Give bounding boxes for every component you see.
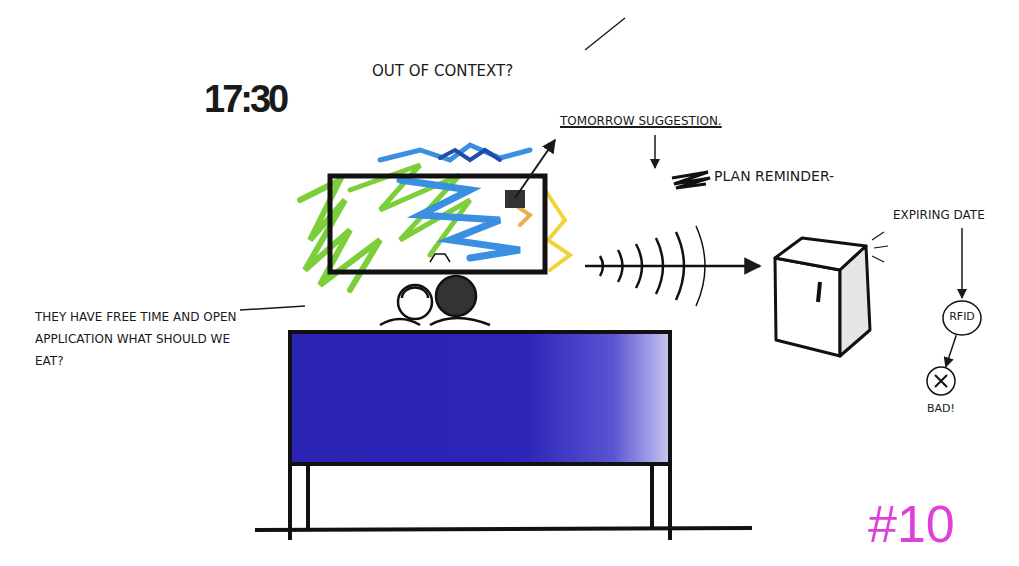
screen-scribbles [300,145,570,290]
scribble-out [672,172,710,188]
tv-screen [330,176,545,272]
leader-line [654,135,656,168]
note-text: EXPIRING DATE [893,208,1018,222]
sketch-number: #10 [868,494,1008,554]
leader-line [961,228,963,298]
signal-waves [585,226,760,306]
time-stamp: 17:30 [204,78,324,121]
screen-icon [505,190,525,208]
node-text: RFID [942,310,982,323]
bad-circle: BAD! [926,366,956,396]
connector-arrow [946,335,957,367]
note-text: TOMORROW SUGGESTION. [560,114,760,128]
rfid-circle: RFID [942,300,982,336]
scene-description: THEY HAVE FREE TIME AND OPEN APPLICATION… [35,306,250,372]
desk-top [290,332,670,464]
fridge [775,238,870,356]
desk-legs [290,332,670,540]
note-text: OUT OF CONTEXT? [372,62,612,80]
cross-circle [926,366,956,396]
leader-line [240,306,305,310]
fridge-signal [872,232,888,262]
leader-line [585,18,625,50]
node-text: BAD! [926,402,956,415]
floor-line [255,528,752,530]
people [380,254,490,325]
note-text: PLAN REMINDER- [714,168,904,184]
leader-line [515,140,555,198]
